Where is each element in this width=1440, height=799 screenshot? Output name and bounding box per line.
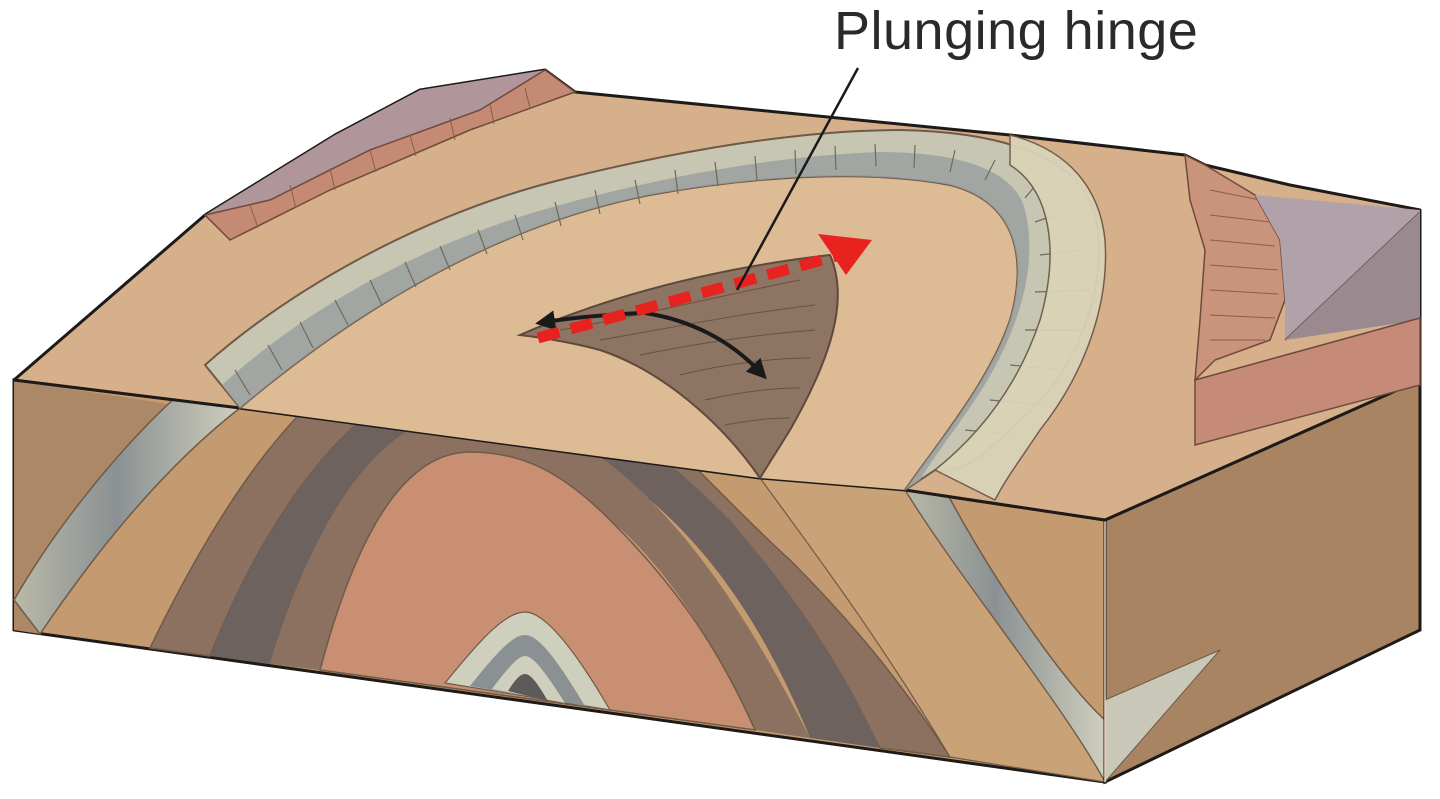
red-arrowhead-icon	[818, 234, 872, 275]
limb-dip-arrows	[535, 310, 767, 380]
plunging-hinge-label: Plunging hinge	[834, 1, 1199, 61]
hinge-axis-arrow	[536, 234, 872, 344]
right-dip-arrow-icon	[644, 311, 767, 380]
label-leader-line	[735, 67, 860, 291]
left-dip-arrow-icon	[535, 310, 641, 331]
dashed-hinge-line	[536, 249, 842, 344]
front-face	[12, 331, 1107, 784]
